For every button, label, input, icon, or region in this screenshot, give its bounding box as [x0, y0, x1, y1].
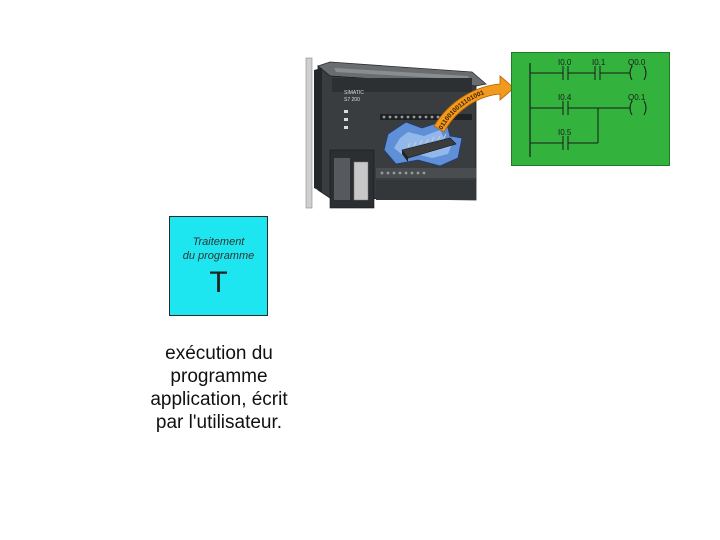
program-processing-box: Traitement du programme T [169, 216, 268, 316]
label-coil-q00: Q0.0 [628, 58, 646, 67]
label-contact-i04: I0.4 [558, 93, 572, 102]
terminal-row-bottom [376, 168, 476, 178]
plc-side-face [314, 68, 322, 192]
din-rail [305, 57, 313, 209]
rung-3 [530, 108, 599, 150]
plc-model-line2: S7 200 [344, 97, 360, 103]
plc-device-image: SIMATIC S7 200 0110010011101001 [305, 57, 515, 209]
caption-line4: par l'utilisateur. [155, 412, 283, 433]
plc-port-cover [334, 158, 350, 200]
processing-label-line2: du programme [182, 250, 255, 262]
plc-connector [353, 161, 369, 201]
label-contact-i00: I0.0 [558, 58, 572, 67]
label-contact-i01: I0.1 [592, 58, 606, 67]
plc-bottom-face [376, 180, 476, 200]
ladder-diagram-panel: I0.0 I0.1 Q0.0 I0.4 Q0.1 I0.5 [511, 52, 670, 166]
processing-letter: T [209, 266, 228, 299]
caption-line2: programme [170, 366, 268, 387]
cpu-chip [401, 133, 457, 162]
processing-label-line1: Traitement [192, 236, 245, 248]
label-contact-i05: I0.5 [558, 128, 572, 137]
caption-text: exécution du programme application, écri… [110, 342, 328, 434]
plc-model-line1: SIMATIC [344, 90, 364, 96]
label-coil-q01: Q0.1 [628, 93, 646, 102]
rung-1 [530, 65, 647, 81]
ladder-diagram [529, 63, 647, 157]
caption-line3: application, écrit [150, 389, 288, 410]
status-leds [344, 110, 348, 129]
rung-2 [530, 100, 647, 116]
plc-top-ridge [334, 68, 470, 80]
caption-line1: exécution du [165, 343, 273, 364]
terminal-row-top [380, 114, 472, 120]
plc-front-band [332, 78, 472, 92]
